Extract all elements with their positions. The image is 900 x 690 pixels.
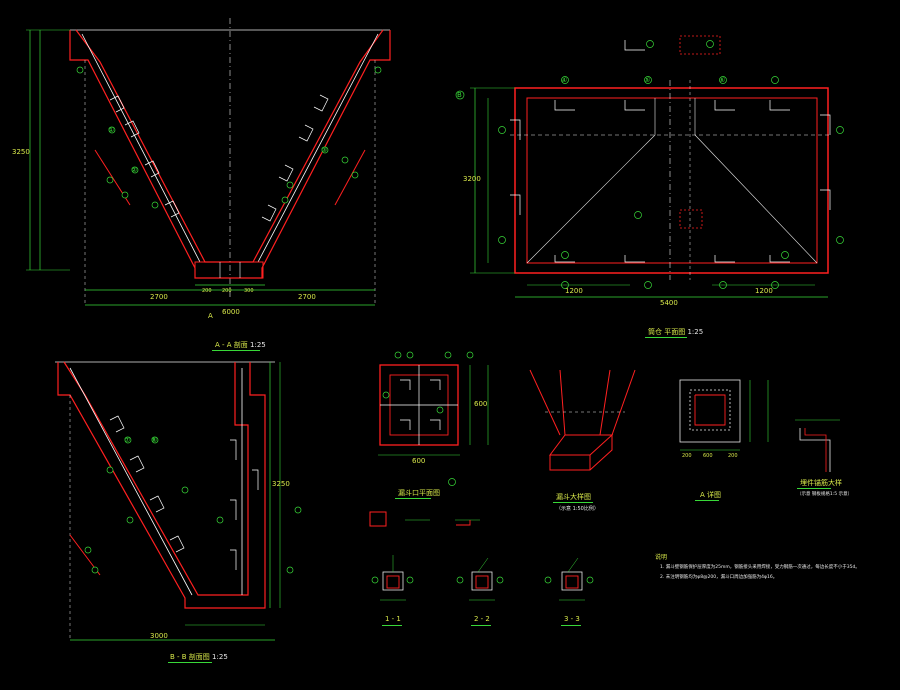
- dim-plan-right: 1200: [755, 287, 773, 295]
- bar-mark-2: ②: [131, 166, 138, 174]
- dim-bb-height: 3250: [272, 480, 290, 488]
- dim-aa-mid-c: 300: [244, 288, 254, 294]
- title-underline-hopper: [553, 502, 593, 503]
- title-underline-plan: [645, 337, 687, 338]
- title-section-aa: A - A 剖面 1:25: [215, 341, 266, 349]
- label-plan-b: B: [457, 91, 462, 99]
- notes-heading: 说明: [655, 554, 668, 561]
- dim-aa-total: 6000: [222, 308, 240, 316]
- title-underline-embed: [797, 488, 831, 489]
- label-section-a: A: [208, 312, 213, 320]
- title-section-bb: B - B 剖面图 1:25: [170, 653, 228, 661]
- dim-outlet-w: 600: [412, 457, 426, 465]
- title-embed-detail: 埋件锚筋大样: [800, 479, 842, 487]
- dim-detail-a-3: 200: [728, 453, 738, 459]
- bar-mark-5: ⑤: [644, 76, 651, 84]
- title-section-11: 1 - 1: [385, 615, 401, 623]
- dim-outlet-h: 600: [474, 400, 488, 408]
- bar-mark-3: ③: [321, 146, 328, 154]
- dim-plan-left: 1200: [565, 287, 583, 295]
- dim-detail-a-2: 600: [703, 453, 713, 459]
- notes-line-2: 2. 未注明钢筋均为φ8@200，漏斗口周边加强筋为4φ16。: [660, 575, 778, 580]
- bar-mark-6: ⑥: [719, 76, 726, 84]
- dim-plan-height: 3200: [463, 175, 481, 183]
- bar-mark-8: ⑧: [151, 436, 158, 444]
- title-detail-a: A 详图: [700, 491, 722, 499]
- dim-aa-height: 3250: [12, 148, 30, 156]
- plan-main: [455, 35, 844, 298]
- title-underline-33: [561, 625, 581, 626]
- bar-mark-7: ⑦: [124, 436, 131, 444]
- outlet-plan: [378, 351, 489, 486]
- bar-mark-4: ④: [561, 76, 568, 84]
- dim-detail-a-1: 200: [682, 453, 692, 459]
- dim-aa-left: 2700: [150, 293, 168, 301]
- title-outlet-plan: 漏斗口平面图: [398, 489, 440, 497]
- dim-bb-total: 3000: [150, 632, 168, 640]
- title-section-33: 3 - 3: [564, 615, 580, 623]
- title-plan-main: 筒仓 平面图 1:25: [648, 328, 704, 336]
- title-underline-11: [382, 625, 402, 626]
- title-underline-outlet: [395, 498, 431, 499]
- title-section-22: 2 - 2: [474, 615, 490, 623]
- dim-aa-right: 2700: [298, 293, 316, 301]
- title-underline-aa: [212, 350, 260, 351]
- dim-aa-mid-b: 200: [222, 288, 232, 294]
- subtitle-hopper-axo: （示意 1:50比例）: [556, 506, 599, 512]
- dim-plan-total: 5400: [660, 299, 678, 307]
- title-underline-detail-a: [695, 500, 719, 501]
- hopper-axo: [529, 369, 636, 471]
- small-sections: [369, 511, 594, 601]
- dim-aa-mid-a: 200: [202, 288, 212, 294]
- title-hopper-axo: 漏斗大样图: [556, 493, 591, 501]
- title-underline-bb: [168, 662, 212, 663]
- subtitle-embed-detail: （示意 钢板规格1:5 示意）: [797, 492, 853, 497]
- bar-mark-1: ①: [108, 126, 115, 134]
- section-bb: [55, 361, 302, 641]
- detail-a: [679, 379, 769, 451]
- section-aa: [26, 18, 391, 306]
- notes-line-1: 1. 漏斗壁钢筋保护层厚度为25mm，钢筋接头采用焊接，受力钢筋一次通过，每边长…: [660, 565, 860, 570]
- title-underline-22: [471, 625, 491, 626]
- embed-detail: [795, 419, 840, 472]
